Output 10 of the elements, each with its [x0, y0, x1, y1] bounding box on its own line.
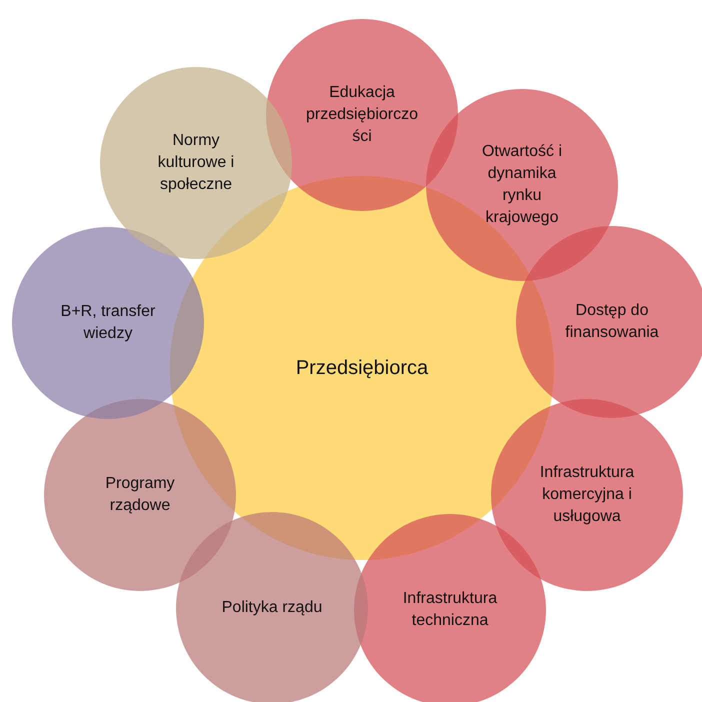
circle-label: Infrastruktura komercyjna i usługowa — [538, 463, 636, 527]
circle-label: Programy rządowe — [104, 474, 176, 516]
circle-label: Infrastruktura techniczna — [402, 589, 498, 631]
center-label: Przedsiębiorca — [294, 357, 430, 379]
circle-label: Polityka rządu — [220, 598, 324, 618]
circle-label: Dostęp do finansowania — [564, 301, 660, 343]
circle-label: Edukacja przedsiębiorczości — [304, 83, 420, 147]
circle-label: Otwartość i dynamika rynku krajowego — [480, 142, 563, 228]
circle-label: B+R, transfer wiedzy — [60, 302, 156, 344]
circle-label: Normy kulturowe i społeczne — [156, 131, 236, 195]
